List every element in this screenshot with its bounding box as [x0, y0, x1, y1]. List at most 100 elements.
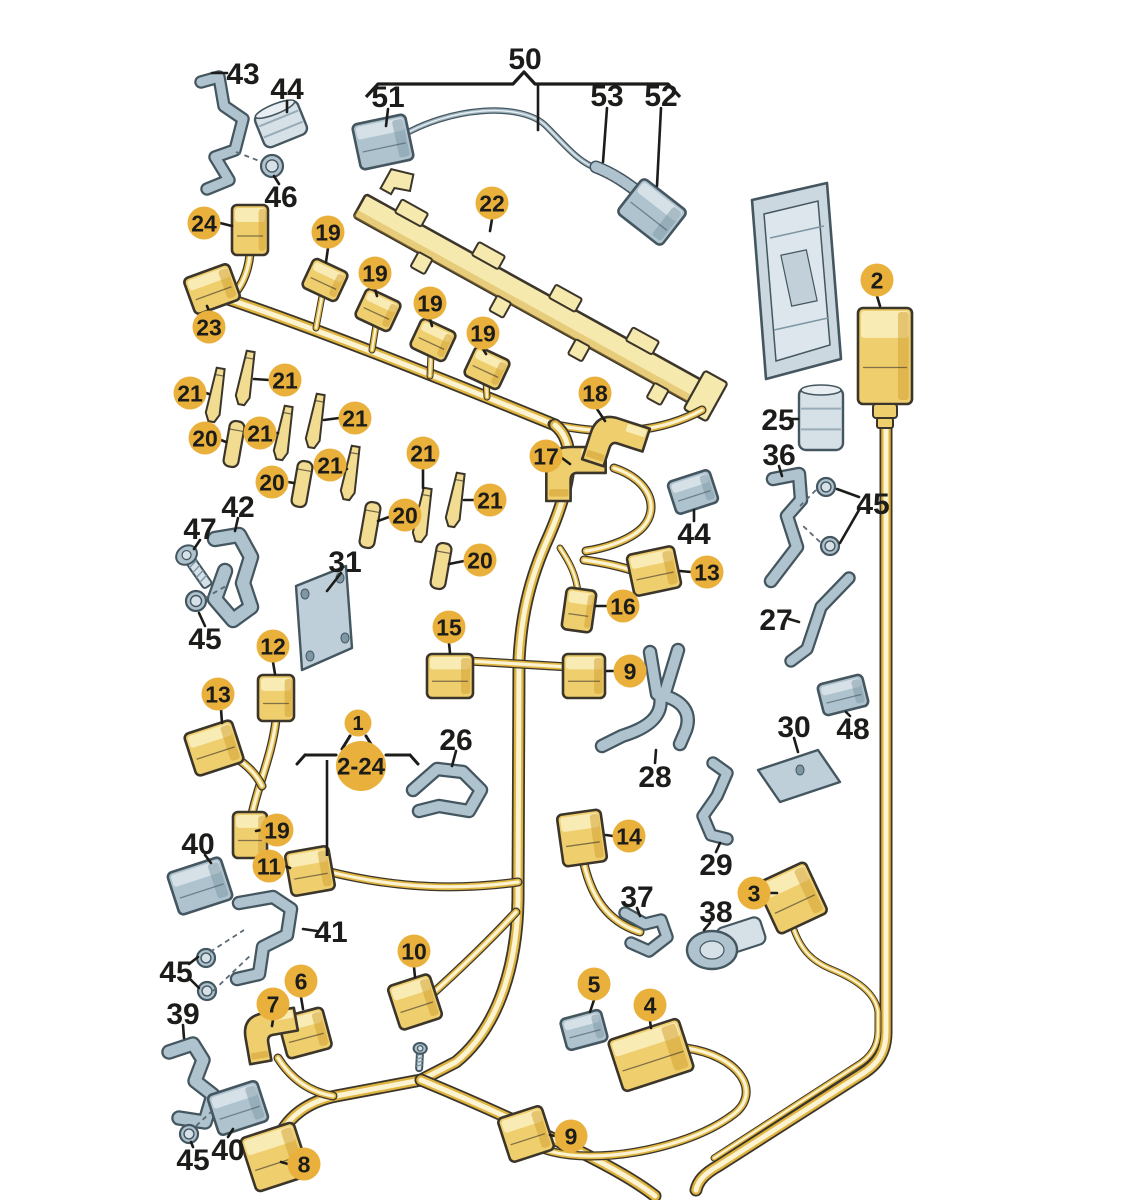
connector-40-lower — [206, 1079, 270, 1137]
callout-number: 23 — [196, 314, 222, 340]
leader-line — [254, 828, 263, 833]
callout-9: 9 — [548, 1119, 588, 1153]
callout-9: 9 — [605, 654, 647, 688]
badge-circle — [577, 967, 611, 1001]
leader-line — [218, 221, 234, 228]
badge-circle — [252, 849, 286, 883]
callout-20: 20 — [447, 543, 497, 577]
callout-number: 45 — [856, 488, 889, 521]
leader-line — [653, 748, 658, 765]
callout-number: 26 — [439, 724, 472, 757]
leader-line — [376, 515, 391, 523]
callout-number: 3 — [748, 880, 761, 906]
pin-21-7 — [444, 471, 466, 529]
fuel-rail-22 — [353, 167, 728, 422]
fuel-rail-layer — [353, 167, 728, 422]
nut-45-f — [183, 1128, 195, 1140]
callout-45: 45 — [188, 611, 222, 656]
callout-number: 46 — [264, 181, 297, 214]
callout-46: 46 — [264, 174, 298, 214]
callout-number: 39 — [166, 998, 199, 1031]
callout-43: 43 — [210, 58, 260, 91]
connector-12 — [256, 673, 296, 723]
leader-line — [192, 538, 202, 551]
leader-line — [187, 955, 200, 966]
cable-2-right — [693, 401, 889, 1193]
parts-layer — [161, 70, 914, 1193]
bracket-42 — [209, 529, 257, 626]
leader-line — [777, 464, 784, 478]
leader-line — [270, 1018, 275, 1028]
callout-number: 12 — [260, 633, 286, 659]
leader-line — [271, 660, 277, 676]
callout-number: 51 — [371, 81, 404, 114]
connector-19-5 — [231, 810, 269, 860]
callout-number: 4 — [644, 992, 657, 1018]
callout-39: 39 — [166, 998, 200, 1040]
connector-3 — [756, 861, 828, 935]
callout-number: 44 — [677, 518, 711, 551]
cable-50 — [394, 107, 652, 204]
leader-line — [714, 841, 722, 854]
callout-number: 9 — [565, 1123, 578, 1149]
callout-number: 20 — [392, 502, 418, 528]
leader-line — [384, 107, 390, 128]
callout-number: 8 — [298, 1151, 311, 1177]
callout-19: 19 — [311, 215, 345, 264]
leader-line — [187, 976, 201, 990]
callout-number: 53 — [590, 80, 623, 113]
leader-line — [835, 487, 861, 499]
cable-14 — [582, 862, 642, 934]
badge-circle — [336, 741, 386, 791]
leader-line — [844, 710, 852, 718]
callout-number: 21 — [317, 452, 343, 478]
badge-circle — [388, 498, 422, 532]
callout-number: 29 — [699, 849, 732, 882]
callout-53: 53 — [590, 80, 624, 164]
bracket-41 — [232, 892, 296, 984]
callout-number: 20 — [259, 469, 285, 495]
cylinder-25 — [797, 384, 845, 452]
fastener-dash-line — [195, 1111, 212, 1127]
leader-line — [648, 1019, 653, 1030]
leader-line — [197, 611, 207, 628]
callout-19: 19 — [466, 316, 500, 356]
callout-4: 4 — [633, 988, 667, 1030]
badge-circle — [432, 610, 466, 644]
badge-circle — [344, 709, 372, 737]
callout-5: 5 — [577, 967, 611, 1014]
callout-number: 19 — [264, 817, 290, 843]
callout-21: 21 — [252, 363, 302, 397]
callout-number: 13 — [694, 559, 720, 585]
nut-45-d — [200, 952, 212, 964]
sensor-38 — [685, 916, 767, 971]
badge-circle — [173, 376, 207, 410]
callout-21: 21 — [173, 376, 211, 410]
leader-line — [204, 391, 211, 396]
callout-48: 48 — [836, 710, 870, 746]
assembly-1-brace — [295, 753, 307, 766]
callout-number: 36 — [762, 439, 795, 472]
callout-21: 21 — [243, 416, 280, 450]
assembly-50-bracket — [364, 70, 682, 99]
leader-line — [299, 995, 305, 1011]
callout-number: 28 — [638, 761, 671, 794]
connector-14 — [555, 808, 609, 868]
pin-21-3 — [272, 404, 294, 462]
cable-3 — [712, 925, 880, 1160]
assembly-1-brace — [408, 753, 420, 766]
connector-40-upper — [166, 856, 234, 916]
leader-line — [189, 1140, 195, 1149]
callout-number: 21 — [477, 487, 503, 513]
callout-number: 20 — [192, 425, 218, 451]
connector-9-upper — [561, 652, 607, 700]
leader-line — [233, 516, 240, 533]
callout-number: 38 — [699, 896, 732, 929]
leader-line — [595, 407, 607, 423]
callout-44: 44 — [677, 508, 711, 551]
callout-42: 42 — [221, 491, 255, 533]
badge-circle — [243, 416, 277, 450]
callout-21: 21 — [406, 436, 440, 490]
